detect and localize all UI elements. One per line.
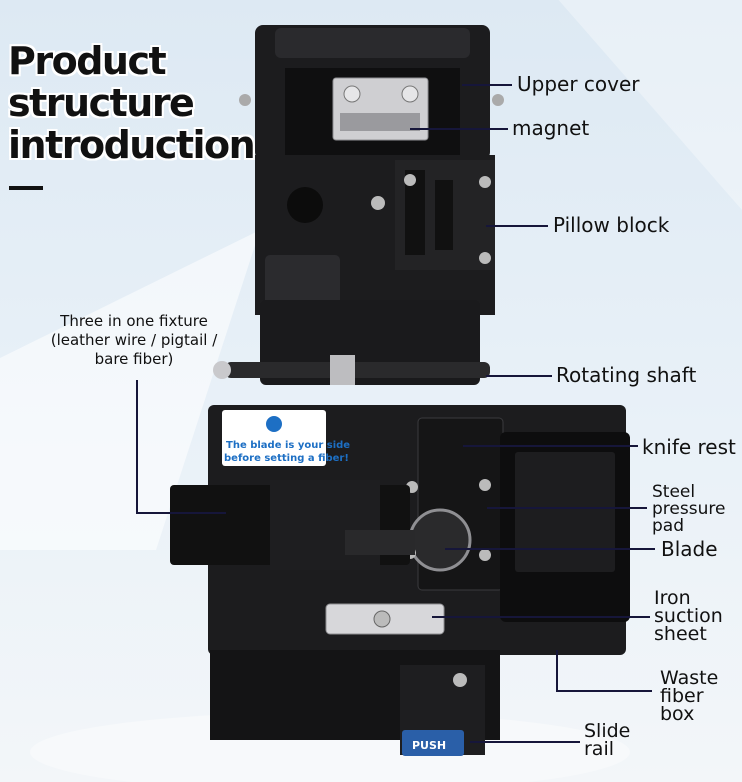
label-steel-pressure-pad: Steel pressure pad	[652, 484, 725, 535]
title-line: Product	[8, 39, 167, 83]
page-title: Product structure introduction	[8, 39, 256, 167]
label-line: fiber	[660, 685, 704, 707]
rotating-shaft	[225, 362, 490, 378]
shaft-nut	[213, 361, 231, 379]
label-line: Waste	[660, 667, 719, 689]
leader-line	[136, 512, 226, 514]
rail-screw	[453, 673, 467, 687]
knob	[287, 187, 323, 223]
label-line: rail	[584, 738, 615, 760]
magnet-screw	[343, 85, 361, 103]
pillow-slot	[435, 180, 453, 250]
pillow-screw	[371, 196, 385, 210]
warning-text-line2: before setting a fiber!	[224, 453, 349, 464]
label-slide-rail: Slide rail	[584, 720, 631, 760]
push-label: PUSH	[412, 739, 446, 752]
leader-line	[462, 84, 512, 86]
leader-line	[463, 445, 638, 447]
label-line: suction	[654, 605, 723, 627]
warning-icon	[266, 416, 282, 432]
leader-line	[445, 548, 655, 550]
spring	[330, 355, 355, 385]
blade	[408, 508, 472, 572]
leader-line	[136, 380, 138, 513]
title-underline	[9, 186, 43, 190]
pillow-screw	[404, 174, 416, 186]
leader-line	[487, 507, 647, 509]
cover-handle	[275, 28, 470, 58]
knife-screw	[479, 479, 491, 491]
fixture-scale	[345, 530, 415, 555]
body-recess	[265, 255, 340, 310]
warning-sticker	[222, 410, 326, 466]
label-magnet: magnet	[512, 116, 590, 140]
label-line: Steel	[652, 482, 696, 502]
label-line: pressure	[652, 499, 726, 519]
leader-line	[486, 375, 552, 377]
label-line: pad	[652, 516, 684, 536]
leader-line	[556, 690, 652, 692]
leader-line	[410, 128, 508, 130]
label-line: Iron	[654, 587, 691, 609]
magnet-bar	[340, 113, 420, 131]
label-blade: Blade	[661, 537, 718, 561]
label-knife-rest: knife rest	[642, 435, 736, 459]
warning-text-line1: The blade is your side	[226, 440, 350, 451]
label-iron-suction-sheet: Iron suction sheet	[654, 587, 723, 645]
leader-line	[432, 616, 650, 618]
label-waste-fiber-box: Waste fiber box	[660, 667, 719, 725]
leader-line	[556, 650, 558, 692]
label-pillow-block: Pillow block	[553, 213, 670, 237]
label-line: sheet	[654, 623, 707, 645]
waste-box-lid	[515, 452, 615, 572]
fixture-clamp	[270, 480, 380, 570]
title-line: structure	[8, 81, 195, 125]
label-rotating-shaft: Rotating shaft	[556, 363, 697, 387]
magnet-screw	[401, 85, 419, 103]
title-line: introduction	[8, 123, 256, 167]
leader-line	[470, 741, 580, 743]
knife-screw	[479, 549, 491, 561]
leader-line	[486, 225, 548, 227]
pillow-screw	[479, 252, 491, 264]
suction-screw	[373, 610, 391, 628]
push-button	[402, 730, 464, 756]
cover-screw	[239, 94, 251, 106]
pillow-slot	[405, 170, 425, 255]
cover-screw	[492, 94, 504, 106]
label-line: Slide	[584, 720, 631, 742]
label-upper-cover: Upper cover	[517, 72, 640, 96]
label-fixture: Three in one fixture (leather wire / pig…	[50, 312, 218, 368]
pillow-screw	[479, 176, 491, 188]
label-line: box	[660, 703, 695, 725]
